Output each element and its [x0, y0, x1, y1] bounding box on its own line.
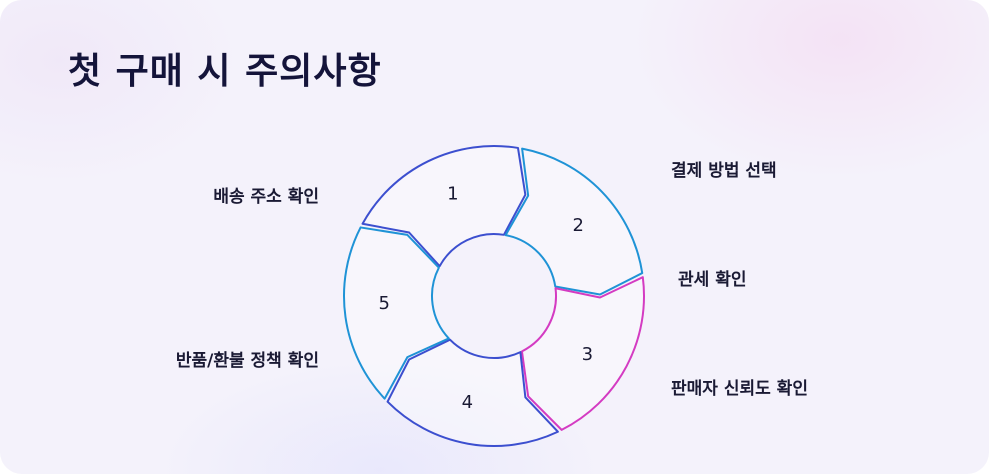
- segment-number-4: 4: [462, 392, 473, 413]
- segment-customs-duty: [520, 276, 646, 431]
- label-customs-duty: 관세 확인: [678, 270, 747, 290]
- label-shipping-address: 배송 주소 확인: [213, 187, 319, 207]
- slide-title: 첫 구매 시 주의사항: [68, 51, 382, 92]
- segment-payment-method: [504, 147, 644, 296]
- segment-seller-reliability: [386, 338, 559, 447]
- label-return-policy: 반품/환불 정책 확인: [175, 351, 319, 371]
- label-payment-method: 결제 방법 선택: [671, 161, 777, 181]
- label-seller-reliability: 판매자 신뢰도 확인: [671, 379, 808, 399]
- segment-shipping-address: [361, 145, 527, 268]
- segment-number-2: 2: [573, 215, 584, 236]
- segment-number-3: 3: [582, 344, 593, 365]
- segment-number-5: 5: [379, 293, 390, 314]
- segment-return-policy: [343, 226, 450, 400]
- segment-number-1: 1: [447, 184, 458, 205]
